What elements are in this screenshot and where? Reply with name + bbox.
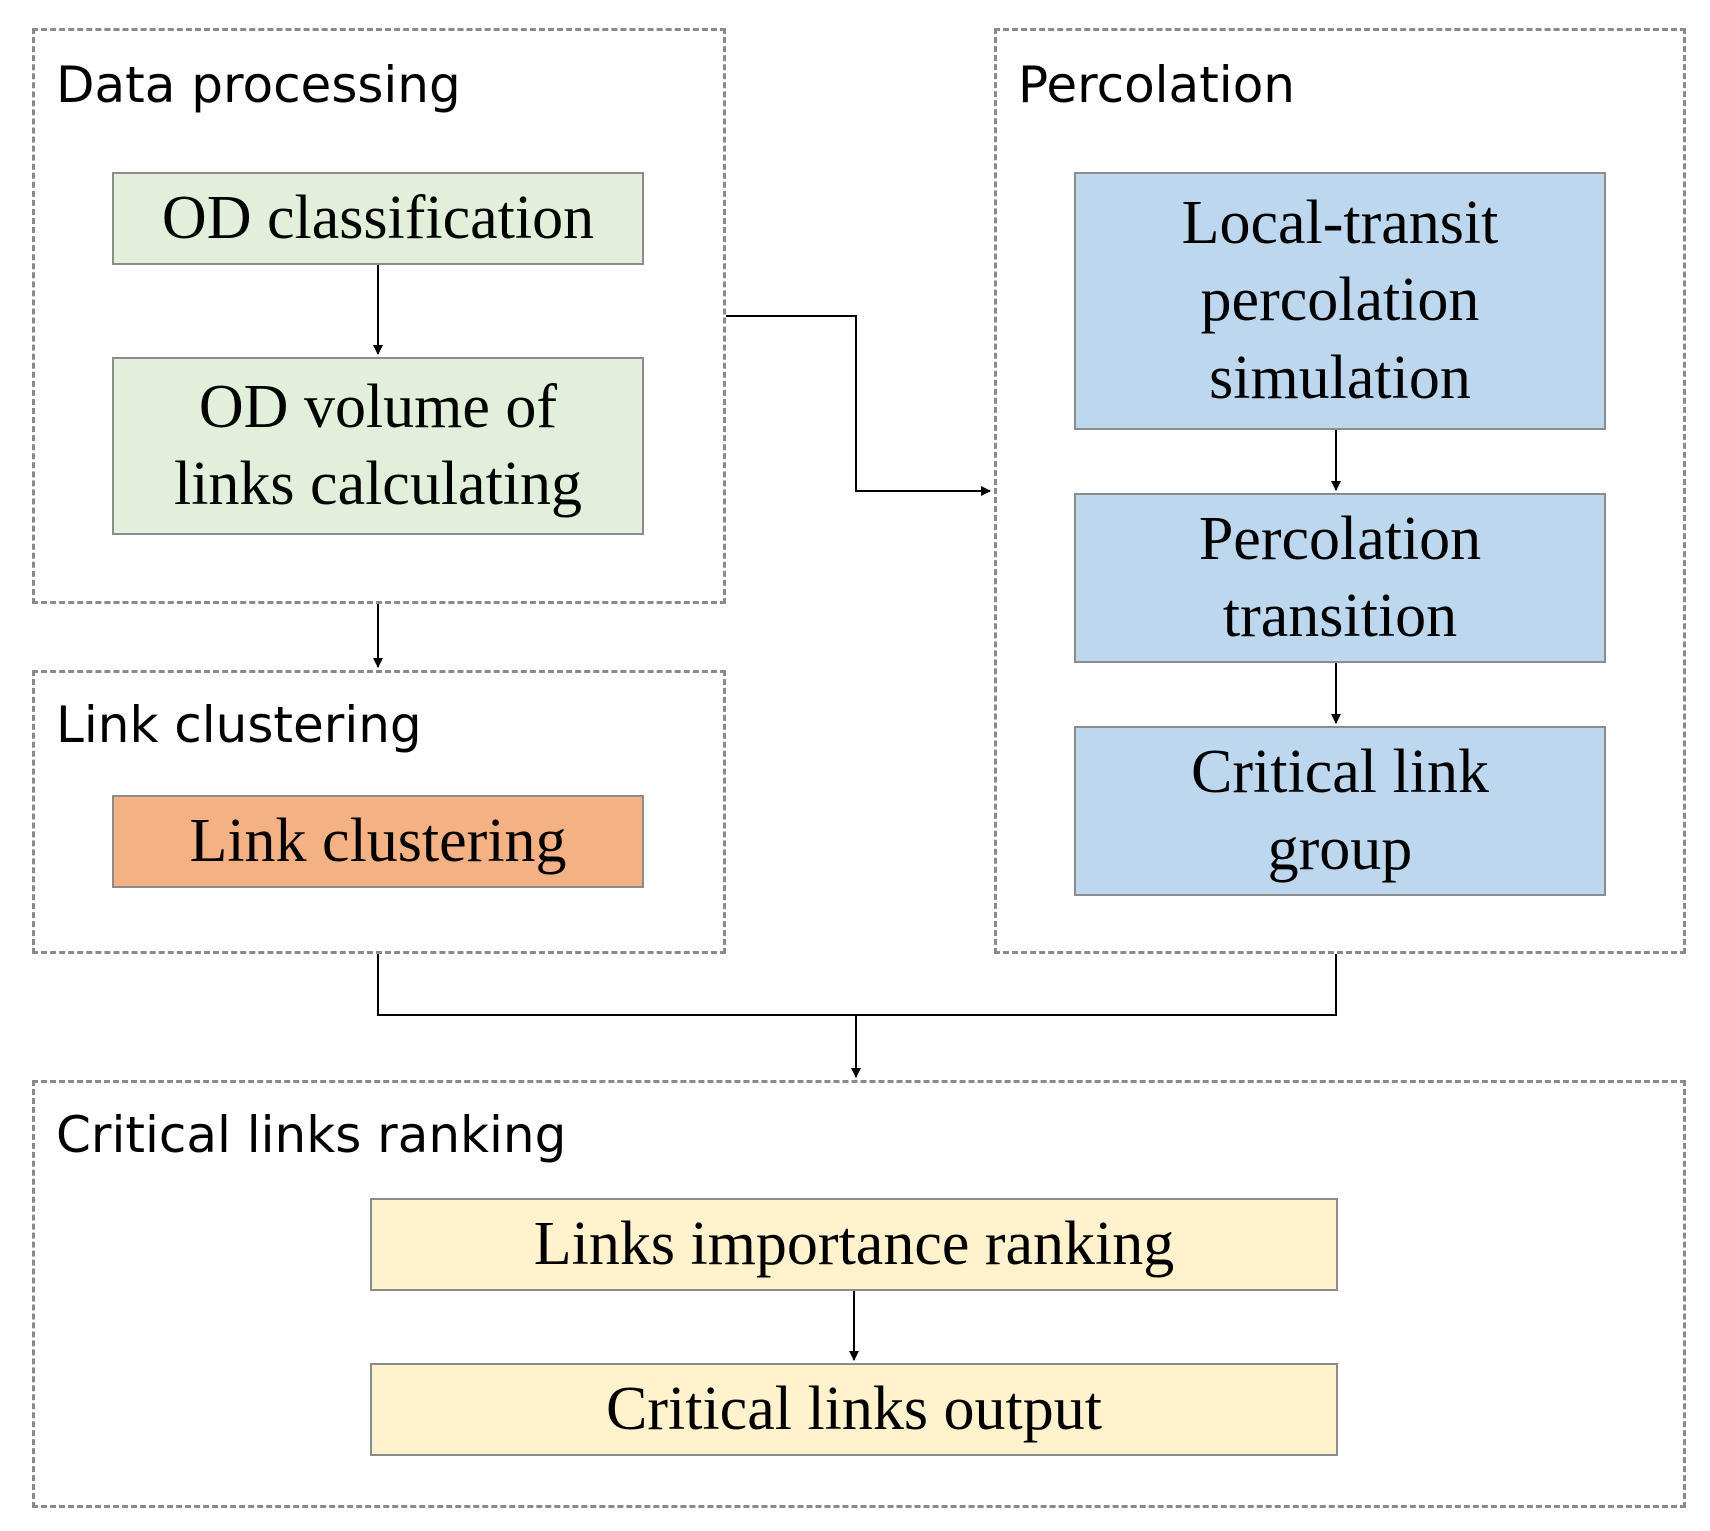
group-link-clustering <box>32 670 726 954</box>
node-od-classification: OD classification <box>112 172 644 265</box>
node-local-transit-line-1: Local-transit <box>1181 188 1499 257</box>
arrow-data-processing-to-percolation <box>726 315 991 496</box>
node-percolation-transition-line-1: Percolation <box>1198 504 1482 573</box>
connector-link-clustering-merge <box>377 954 1337 1016</box>
node-critical-links-output-line-1: Critical links output <box>606 1374 1102 1443</box>
node-critical-link-group-line-1: Critical link <box>1191 737 1489 806</box>
group-title-data-processing: Data processing <box>56 56 461 114</box>
node-links-importance-ranking-line-1: Links importance ranking <box>533 1209 1175 1278</box>
group-title-link-clustering: Link clustering <box>56 696 422 754</box>
group-critical-links-ranking <box>32 1080 1686 1508</box>
group-percolation <box>994 28 1686 954</box>
group-data-processing <box>32 28 726 604</box>
node-links-importance-ranking: Links importance ranking <box>370 1198 1338 1291</box>
node-od-volume: OD volume of links calculating <box>112 357 644 535</box>
node-link-clustering: Link clustering <box>112 795 644 888</box>
node-od-classification-line-1: OD classification <box>161 183 595 252</box>
node-link-clustering-line-1: Link clustering <box>189 806 567 875</box>
node-local-transit-line-2: percolation <box>1200 266 1480 335</box>
node-critical-link-group-line-2: group <box>1267 815 1413 883</box>
node-percolation-transition-line-2: transition <box>1222 582 1458 650</box>
node-od-volume-line-2: links calculating <box>173 450 583 518</box>
node-critical-link-group: Critical link group <box>1074 726 1606 896</box>
group-title-critical-links-ranking: Critical links ranking <box>56 1106 567 1164</box>
node-local-transit: Local-transit percolation simulation <box>1074 172 1606 430</box>
node-percolation-transition: Percolation transition <box>1074 493 1606 663</box>
group-title-percolation: Percolation <box>1018 56 1295 114</box>
node-od-volume-line-1: OD volume of <box>198 372 558 441</box>
node-critical-links-output: Critical links output <box>370 1363 1338 1456</box>
node-local-transit-line-3: simulation <box>1209 343 1471 412</box>
